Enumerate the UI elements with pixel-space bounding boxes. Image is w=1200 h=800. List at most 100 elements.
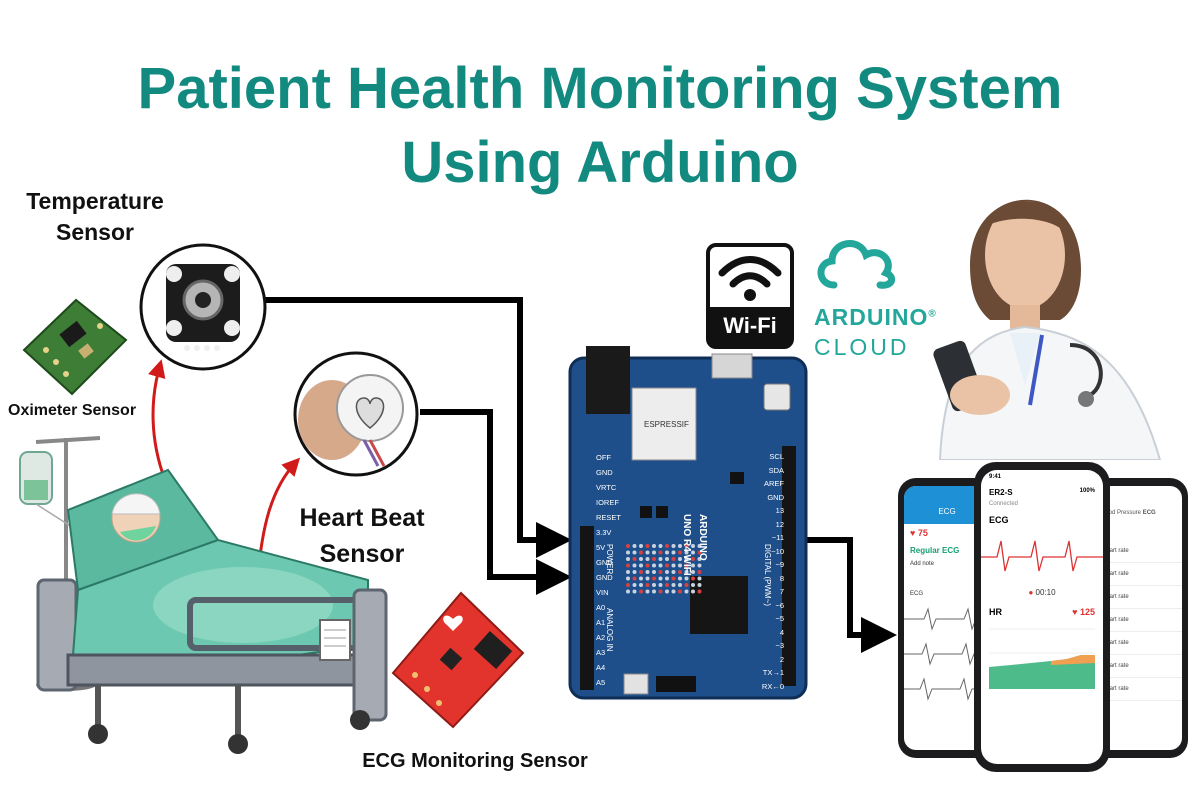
tab-ecg[interactable]: ECG [1142, 510, 1156, 516]
led-dot [671, 589, 676, 594]
registered-mark: ® [928, 308, 937, 320]
led-dot [652, 583, 656, 587]
left-pin-label: IOREF [596, 498, 619, 507]
right-pin-label: SCL [769, 452, 784, 461]
led-dot [639, 576, 643, 581]
arduino-cloud-product: CLOUD [814, 334, 910, 360]
led-dot [684, 563, 689, 568]
hr-label: HR [989, 607, 1002, 617]
led-dot [632, 563, 637, 568]
led-dot [645, 557, 650, 561]
led-dot [632, 550, 637, 555]
phone-right-row[interactable]: Heart rate [1096, 655, 1182, 678]
phone-right-row-label: Heart rate [1102, 640, 1129, 646]
heartbeat-sensor-image [293, 351, 419, 477]
patient-bed-illustration [19, 436, 388, 754]
phones-group: ECG ♥ 75 Regular ECG Add note ECG Blood … [894, 462, 1200, 778]
led-dot [639, 589, 643, 594]
led-dot [639, 570, 643, 574]
led-dot [665, 570, 669, 574]
arduino-cloud-brand: ARDUINO® [814, 304, 944, 331]
led-dot [639, 550, 643, 555]
heart-icon: ♥ [910, 528, 918, 538]
led-dot [684, 544, 689, 548]
led-dot [645, 563, 650, 568]
led-dot [697, 589, 702, 594]
led-dot [632, 570, 637, 574]
right-pin-label: TX→1 [762, 668, 784, 677]
phone-right-row[interactable]: Heart rate [1096, 586, 1182, 609]
phone-left-ecg-label: ECG [910, 591, 924, 597]
led-dot [671, 563, 676, 568]
led-dot [697, 583, 702, 587]
left-pin-label: GND [596, 468, 613, 477]
led-dot [645, 589, 650, 594]
led-dot [671, 557, 676, 561]
led-dot [639, 583, 643, 587]
led-dot [665, 557, 669, 561]
title-line-1: Patient Health Monitoring System [137, 56, 1063, 121]
phone-center: 9:41 ER2-S 100% Connected ECG ● 00:10 HR… [974, 462, 1110, 772]
led-dot [691, 563, 695, 568]
led-dot [652, 576, 656, 581]
led-dot [684, 583, 689, 587]
temperature-sensor-image [139, 243, 267, 371]
phone-right-row-label: Heart rate [1102, 548, 1129, 554]
phone-right-row-label: Heart rate [1102, 571, 1129, 577]
led-dot [665, 550, 669, 555]
phone-right-row[interactable]: Heart rate [1096, 609, 1182, 632]
led-dot [671, 583, 676, 587]
led-dot [652, 550, 656, 555]
phone-right-row[interactable]: Heart rate [1096, 540, 1182, 563]
led-dot [632, 583, 637, 587]
phone-center-ecg-trace [981, 540, 1103, 572]
heartbeat-label-line-1: Heart Beat [299, 504, 425, 532]
temperature-sensor-label: Temperature Sensor [10, 186, 180, 248]
phone-right-row[interactable]: Heart rate [1096, 678, 1182, 701]
led-dot [684, 589, 689, 594]
heartbeat-sensor-label: Heart Beat Sensor [282, 500, 442, 572]
left-pin-label: GND [596, 558, 613, 567]
led-dot [678, 583, 682, 587]
led-dot [697, 544, 702, 548]
right-pin-label: ~10 [771, 546, 784, 556]
led-dot [671, 570, 676, 574]
right-pin-label: ~3 [775, 641, 784, 650]
left-pin-label: GND [596, 573, 613, 582]
doctor-illustration [933, 199, 1162, 460]
right-pin-label: RX←0 [761, 681, 784, 691]
phone-center-hr: HR ♥ 125 [981, 597, 1103, 619]
battery-level: 100% [1079, 488, 1095, 494]
right-pin-label: AREF [763, 479, 784, 488]
tab-blood-pressure[interactable]: Blood Pressure [1100, 510, 1142, 516]
phone-right-row[interactable]: Heart rate [1096, 563, 1182, 586]
led-dot [678, 576, 682, 581]
led-matrix [626, 544, 702, 594]
led-dot [658, 544, 663, 548]
led-dot [665, 544, 669, 548]
ecg-sensor-image [391, 591, 525, 729]
phone-right-row-label: Heart rate [1102, 617, 1129, 623]
right-pin-label: 13 [775, 506, 784, 515]
module-label: ESPRESSIF [644, 420, 689, 429]
led-dot [639, 557, 643, 561]
left-pin-label: A3 [596, 648, 606, 657]
left-pin-label: A0 [596, 603, 606, 612]
led-dot [652, 589, 656, 594]
phone-left-add-note[interactable]: Add note [910, 561, 935, 567]
led-dot [626, 550, 630, 555]
led-dot [658, 550, 663, 555]
arduino-board: ESPRESSIF UNO R4 WIFI ARDUINO POWER ANAL… [566, 346, 810, 702]
led-dot [626, 589, 630, 594]
led-dot [652, 570, 656, 574]
right-pin-label: SDA [768, 465, 784, 475]
led-dot [665, 576, 669, 581]
cloud-brand-text: ARDUINO [814, 304, 929, 330]
phone-center-device: ER2-S 100% [981, 484, 1103, 501]
led-dot [639, 544, 643, 548]
phone-right-row[interactable]: Heart rate [1096, 632, 1182, 655]
phone-center-status: Connected [989, 501, 1019, 507]
led-dot [697, 550, 702, 555]
led-dot [652, 557, 656, 561]
